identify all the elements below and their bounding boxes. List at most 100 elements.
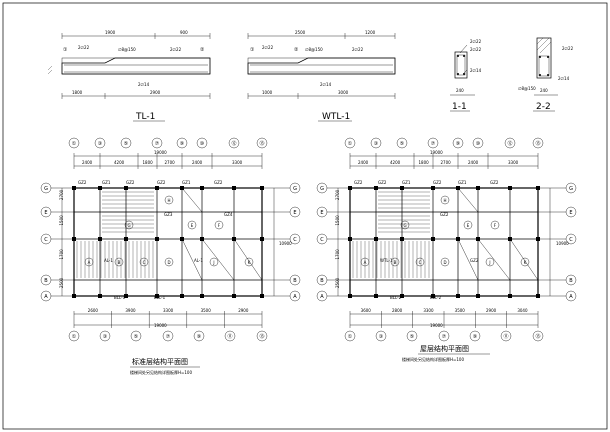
plan_left-top-axis-6: ⑫ xyxy=(231,140,236,147)
plan_left-label-1: GZ1 xyxy=(102,180,111,185)
beam-tl1: 1900 900 2∅22 2∅14 ∅8@150 2∅22 ① ② 1800 … xyxy=(47,30,211,122)
plan_left-slab-5: F xyxy=(218,223,221,228)
tl1-dim-4: 2900 xyxy=(150,90,161,95)
plan_right-label-3: GZ2 xyxy=(433,180,442,185)
plan_left-bottom-axis-3-circle xyxy=(162,330,174,342)
plan_right-top-axis-7: ⑬ xyxy=(535,140,540,147)
plan_left-row-axis-right-4: A xyxy=(293,294,297,300)
plan_left-top-dim-4: 2400 xyxy=(192,160,203,165)
plan_left-top-axis-5: ⑩ xyxy=(200,141,205,147)
plan_right-label-6: BLL-2 xyxy=(390,295,402,300)
plan_right-label-9: GZ2 xyxy=(470,258,479,263)
tl1-marker-1: ① xyxy=(63,47,68,53)
plan_left-bottom-axis-4: ⑨ xyxy=(197,334,201,340)
plan_left-bottom-axis-5: ⑪ xyxy=(227,333,232,340)
plan_right-bottom-axis-0: ① xyxy=(348,334,353,340)
plan_right-row-axis-left-1: E xyxy=(320,210,323,216)
wtl1-note-3: ∅8@150 xyxy=(305,47,323,52)
s22-title: 2-2 xyxy=(536,102,551,112)
plan_left-bottom-dim-4: 2900 xyxy=(238,308,249,313)
plan_left-slab-7: H xyxy=(167,198,170,203)
plan_right-row-axis-right-1: E xyxy=(569,210,572,216)
plan_left-bottom-axis-2: ⑤ xyxy=(134,334,138,340)
plan_right-slab-9: K xyxy=(524,260,527,265)
plan_left-bottom-axis-4-circle xyxy=(193,330,205,342)
s22-note-1: 2∅22 xyxy=(562,46,574,51)
plan_right-slab-8: J xyxy=(488,260,490,265)
plan_right-top-axis-4-circle xyxy=(452,137,464,149)
plan_right-top-axis-0-circle xyxy=(344,137,356,149)
tl1-note-4: 2∅22 xyxy=(170,47,182,52)
plan_right-side-dim-0: 2700 xyxy=(335,189,340,200)
tl1-title: TL-1 xyxy=(135,112,155,122)
plan_right-label-7: BLL-2 xyxy=(430,295,442,300)
plan_left-top-axis-3: ⑦ xyxy=(155,141,160,147)
plan_right-top-axis-4: ⑨ xyxy=(456,141,460,147)
plan_left-row-axis-right-2: C xyxy=(293,237,297,243)
plan_left-top-axis-0: ① xyxy=(72,141,77,147)
plan_left-bottom-axis-0: ① xyxy=(72,334,77,340)
wtl1-dim-3: 1000 xyxy=(262,90,273,95)
plan_right-row-axis-left-0: G xyxy=(320,186,324,192)
plan_right-outline xyxy=(349,187,539,297)
plan-right-title: 屋层结构平面图 xyxy=(420,344,469,353)
plan_right-label-8: WTL-1 xyxy=(380,258,393,263)
plan_left-label-6: BLL-1 xyxy=(114,295,126,300)
plan_left-top-axis-4-circle xyxy=(176,137,188,149)
plan_left-top-dim-0: 2400 xyxy=(82,160,93,165)
plan_right-row-axis-left-4: A xyxy=(320,294,324,300)
s11-note-2: 2∅22 xyxy=(470,47,482,52)
plan_left-top-axis-2-circle xyxy=(120,137,132,149)
wtl1-dim-4: 3000 xyxy=(338,90,349,95)
s11-note-1: 2∅22 xyxy=(470,39,482,44)
plan_left-top-dim-1: 4200 xyxy=(114,160,125,165)
plan_right-label-1: GZ2 xyxy=(378,180,387,185)
plan_left-row-axis-left-2: C xyxy=(44,237,48,243)
plan_right-bottom-axis-0-circle xyxy=(344,330,356,342)
plan_left-top-axis-1: ③ xyxy=(98,141,102,147)
plan_right-side-dim-2: 1700 xyxy=(335,249,340,260)
plan_right-top-axis-1-circle xyxy=(370,137,382,149)
plan_left-slab-1: B xyxy=(118,260,121,265)
plan_right-bottom-dim-4: 2900 xyxy=(486,308,497,313)
plan_left-top-axis-7: ⑬ xyxy=(259,140,264,147)
plan_left-slab-2: C xyxy=(143,260,146,265)
plan_right-bottom-axis-6-circle xyxy=(532,330,544,342)
plan_right-top-dim-2: 1800 xyxy=(419,160,430,165)
s22-note-3: 2∅14 xyxy=(558,76,570,81)
plan_left-top-axis-0-circle xyxy=(68,137,80,149)
plan_right-label-2: GZ1 xyxy=(402,180,411,185)
plan_left-side-dim-0: 2700 xyxy=(59,189,64,200)
section-1-1: 2∅22 2∅22 2∅14 240 1-1 xyxy=(450,39,482,112)
plan_left-slab-6: G xyxy=(127,223,130,228)
plan_right-top-axis-2-circle xyxy=(396,137,408,149)
plan_right-label-4: GZ1 xyxy=(458,180,467,185)
plan_right-top-dim-3: 2700 xyxy=(441,160,452,165)
wtl1-note-1: 2∅22 xyxy=(262,45,274,50)
plan_left-row-axis-right-0: G xyxy=(293,186,297,192)
plan_left-label-0: GZ2 xyxy=(78,180,87,185)
plan_right-slab-6: G xyxy=(403,223,406,228)
plan_left-bottom-axis-1-circle xyxy=(99,330,111,342)
plan_right-slab-1: B xyxy=(394,260,397,265)
plan_right-bottom-dim-1: 2800 xyxy=(392,308,403,313)
plan_left-label-2: GZ2 xyxy=(126,180,135,185)
tl1-dim-1: 1900 xyxy=(105,30,116,35)
plan-left-top-total: 19000 xyxy=(154,150,167,155)
plan_left-top-axis-5-circle xyxy=(196,137,208,149)
plan_right-top-axis-5-circle xyxy=(472,137,484,149)
plan_right-side-dim-1: 1500 xyxy=(335,215,340,226)
plan_left-top-dim-2: 1800 xyxy=(143,160,154,165)
plan_right-top-axis-6-circle xyxy=(504,137,516,149)
plan-right-top-total: 19000 xyxy=(430,150,443,155)
plan_right-bottom-axis-1: ③ xyxy=(379,334,383,340)
plan_right-bottom-axis-2-circle xyxy=(406,330,418,342)
wtl1-dim-2: 1200 xyxy=(365,30,376,35)
tl1-dim-2: 900 xyxy=(180,30,188,35)
plan_right-slab-5: F xyxy=(494,223,497,228)
plan_left-slab-4: E xyxy=(191,223,194,228)
plan_right-bottom-dim-3: 3500 xyxy=(455,308,466,313)
plan-left-bottom-total: 19000 xyxy=(154,323,167,328)
